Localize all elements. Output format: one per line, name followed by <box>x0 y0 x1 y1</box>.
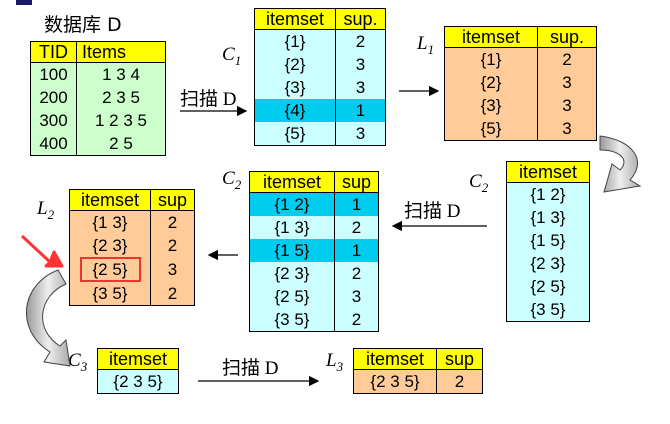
scan-d-label-2: 扫描 D <box>404 201 461 222</box>
c2-itemsets-label: C2 <box>469 171 489 195</box>
table-row: {2 3}2 <box>69 234 195 257</box>
c2-header-itemset: itemset <box>249 171 335 193</box>
database-header-tid: TID <box>30 41 77 63</box>
table-row: {2 5} <box>506 275 590 298</box>
table-row: {1 5} <box>506 229 590 252</box>
l1-label: L1 <box>417 33 435 57</box>
table-row: {1 3}2 <box>69 210 195 234</box>
table-row: {2 3} <box>506 252 590 275</box>
c1-label: C1 <box>222 44 242 68</box>
c2-header-sup: sup <box>334 171 379 193</box>
l3-header-sup: sup <box>436 348 483 370</box>
l2-label: L2 <box>37 198 55 222</box>
table-row: {3 5}2 <box>69 282 195 306</box>
c2-itemsets-table: itemset {1 2} {1 3} {1 5} {2 3} {2 5} {3… <box>506 161 590 322</box>
table-row: {3 5} <box>506 298 590 322</box>
highlight-box: {2 5} <box>79 257 141 282</box>
c1-header-itemset: itemset <box>254 8 336 30</box>
table-row: {2 5}3 <box>249 285 379 308</box>
l3-header-itemset: itemset <box>353 348 437 370</box>
table-row: {1 3} <box>506 206 590 229</box>
l1-header-sup: sup. <box>537 26 597 48</box>
curved-arrow-l2-to-c3 <box>26 269 71 367</box>
table-row: {5}3 <box>444 117 597 141</box>
table-row: {2}3 <box>444 71 597 94</box>
table-row: {1}2 <box>444 47 597 71</box>
c2-itemsets-header: itemset <box>506 161 590 183</box>
table-row: {2 3}2 <box>249 262 379 285</box>
database-title: 数据库 D <box>44 14 122 36</box>
c3-table: itemset {2 3 5} <box>97 348 179 394</box>
table-row: {2 3 5} <box>97 369 179 394</box>
red-marker-arrow <box>20 234 64 268</box>
corner-mark <box>16 0 32 5</box>
table-row-highlighted: {1 2}1 <box>249 192 379 216</box>
table-row-highlighted: {4}1 <box>254 99 386 122</box>
table-row: {3}3 <box>254 76 386 99</box>
table-row: {5}3 <box>254 122 386 146</box>
scan-d-label-1: 扫描 D <box>180 89 237 110</box>
c2-label: C2 <box>222 168 242 192</box>
table-row-highlighted: {2 5}3 <box>69 257 195 282</box>
table-row: {3 5}2 <box>249 308 379 332</box>
table-row: {2}3 <box>254 53 386 76</box>
database-header-items: Items <box>76 41 166 63</box>
l1-header-itemset: itemset <box>444 26 538 48</box>
scan-d-label-3: 扫描 D <box>222 358 279 379</box>
c3-label: C3 <box>68 350 88 374</box>
table-row: {3}3 <box>444 94 597 117</box>
table-row-highlighted: {1 5}1 <box>249 239 379 262</box>
l3-label: L3 <box>326 350 344 374</box>
c1-header-sup: sup. <box>335 8 386 30</box>
c3-header: itemset <box>97 348 179 370</box>
table-row: {1 3}2 <box>249 216 379 239</box>
table-row: {1}2 <box>254 29 386 53</box>
table-row: {1 2} <box>506 182 590 206</box>
l2-header-sup: sup <box>150 189 195 211</box>
table-row: {2 3 5}2 <box>353 369 483 394</box>
l2-header-itemset: itemset <box>69 189 151 211</box>
curved-arrow-l1-to-c2 <box>599 135 642 193</box>
